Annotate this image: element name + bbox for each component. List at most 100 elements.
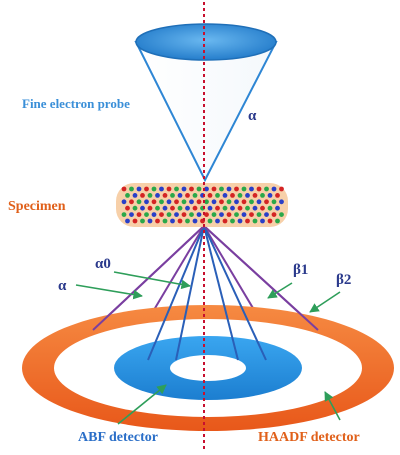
lattice-atom — [129, 212, 134, 218]
lattice-atom — [185, 193, 190, 198]
lattice-atom — [237, 205, 243, 211]
lattice-atom — [211, 212, 217, 218]
lattice-atom — [196, 199, 202, 205]
lattice-atom — [271, 186, 277, 192]
beta1-label: β1 — [293, 262, 308, 278]
lattice-atom — [207, 193, 213, 198]
lattice-atom — [234, 186, 239, 192]
lattice-atom — [166, 199, 172, 205]
lattice-atom — [260, 218, 265, 224]
lattice-atom — [256, 199, 262, 205]
lattice-atom — [207, 205, 213, 211]
lattice-atom — [211, 199, 217, 205]
lattice-atom — [162, 205, 168, 211]
lattice-atom — [222, 218, 228, 224]
lattice-atom — [159, 199, 164, 205]
lattice-atom — [174, 186, 179, 192]
lattice-atom — [264, 212, 269, 218]
lattice-atom — [140, 205, 145, 211]
lattice-atom — [174, 199, 179, 205]
lattice-atom — [151, 212, 157, 218]
lattice-atom — [170, 205, 175, 211]
lattice-atom — [252, 218, 258, 224]
probe-label: Fine electron probe — [22, 96, 130, 111]
lattice-atom — [271, 212, 277, 218]
lattice-atom — [170, 218, 175, 224]
lattice-atom — [204, 186, 209, 192]
lattice-atom — [140, 193, 145, 198]
lattice-atom — [121, 199, 127, 205]
abf-detector-ring-icon — [114, 336, 302, 400]
lattice-atom — [189, 186, 194, 192]
lattice-atom — [237, 193, 243, 198]
lattice-atom — [241, 186, 247, 192]
lattice-atom — [230, 193, 235, 198]
lattice-atom — [275, 193, 280, 198]
lattice-atom — [144, 186, 149, 192]
lattice-atom — [189, 212, 194, 218]
lattice-atom — [279, 186, 284, 192]
lattice-atom — [234, 199, 239, 205]
lattice-atom — [192, 193, 198, 198]
lattice-atom — [230, 205, 235, 211]
lattice-atom — [222, 205, 228, 211]
lattice-atom — [211, 186, 217, 192]
lattice-atom — [177, 218, 183, 224]
lattice-atom — [245, 205, 250, 211]
lattice-atom — [151, 199, 157, 205]
lattice-atom — [241, 212, 247, 218]
lattice-atom — [267, 205, 273, 211]
lattice-atom — [256, 212, 262, 218]
lattice-atom — [125, 218, 130, 224]
lattice-atom — [144, 199, 149, 205]
lattice-atom — [140, 218, 145, 224]
lattice-atom — [151, 186, 157, 192]
lattice-atom — [192, 218, 198, 224]
lattice-atom — [121, 186, 127, 192]
lattice-atom — [222, 193, 228, 198]
lattice-atom — [226, 212, 232, 218]
lattice-atom — [185, 218, 190, 224]
lattice-atom — [241, 199, 247, 205]
abf-label: ABF detector — [78, 430, 158, 445]
lattice-atom — [159, 212, 164, 218]
lattice-atom — [162, 193, 168, 198]
lattice-atom — [155, 193, 160, 198]
lattice-atom — [279, 199, 284, 205]
specimen-lattice-icon — [116, 183, 288, 227]
lattice-atom — [155, 218, 160, 224]
lattice-atom — [234, 212, 239, 218]
lattice-atom — [219, 212, 224, 218]
lattice-atom — [275, 218, 280, 224]
lattice-atom — [121, 212, 127, 218]
lattice-atom — [267, 218, 273, 224]
lattice-atom — [275, 205, 280, 211]
lattice-atom — [177, 193, 183, 198]
lattice-atom — [147, 218, 153, 224]
lattice-atom — [185, 205, 190, 211]
lattice-atom — [136, 186, 142, 192]
alpha-left-label: α — [58, 278, 67, 294]
lattice-atom — [219, 199, 224, 205]
haadf-label: HAADF detector — [258, 430, 360, 445]
lattice-atom — [207, 218, 213, 224]
lattice-atom — [215, 205, 220, 211]
lattice-atom — [256, 186, 262, 192]
beta2-label: β2 — [336, 272, 351, 288]
lattice-atom — [129, 199, 134, 205]
lattice-atom — [177, 205, 183, 211]
lattice-atom — [245, 218, 250, 224]
lattice-atom — [260, 193, 265, 198]
lattice-atom — [132, 218, 138, 224]
lattice-atom — [174, 212, 179, 218]
lattice-atom — [125, 205, 130, 211]
lattice-atom — [132, 193, 138, 198]
lattice-atom — [215, 218, 220, 224]
lattice-atom — [264, 186, 269, 192]
lattice-atom — [237, 218, 243, 224]
alpha0-label: α0 — [95, 256, 111, 272]
lattice-atom — [271, 199, 277, 205]
lattice-atom — [132, 205, 138, 211]
lattice-atom — [144, 212, 149, 218]
lattice-atom — [252, 205, 258, 211]
